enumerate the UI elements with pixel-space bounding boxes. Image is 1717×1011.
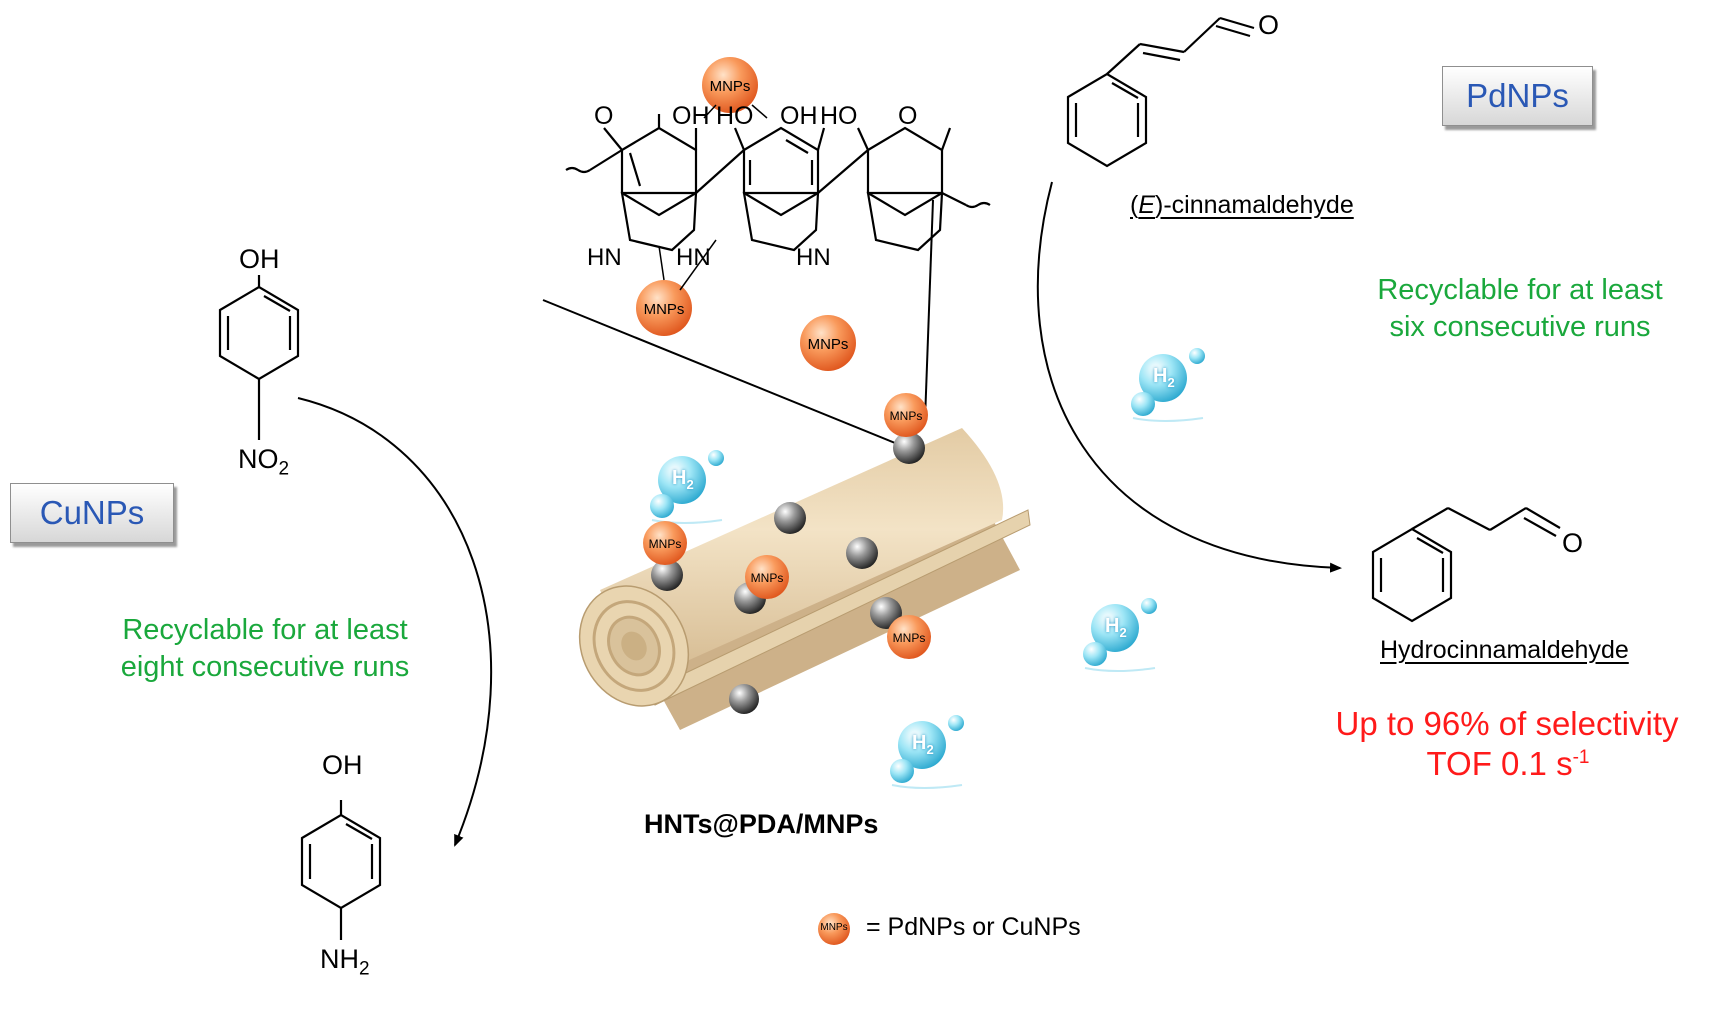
cunps-badge: CuNPs <box>10 483 174 543</box>
mnp-label: MNPs <box>807 336 849 353</box>
tof-value: TOF 0.1 s <box>1426 745 1573 782</box>
h2-label-text: H <box>1105 615 1120 637</box>
tof-exponent: -1 <box>1572 747 1590 768</box>
nitrophenol-no2: NO2 <box>238 444 290 480</box>
recyclable-cu-text: Recyclable for at least eight consecutiv… <box>120 614 410 684</box>
pda-nh-2: HN <box>676 244 711 271</box>
cinnamaldehyde-structure <box>1066 16 1255 168</box>
pda-ho-2: HO <box>716 102 754 130</box>
no2-base: NO <box>238 444 279 474</box>
arrow-cu <box>297 397 493 847</box>
aminophenol-oh: OH <box>322 750 363 780</box>
mnp-label: MNPs <box>643 301 685 318</box>
hydrocinnamaldehyde-label: Hydrocinnamaldehyde <box>1380 636 1629 664</box>
hydrocinnamaldehyde-o: O <box>1562 528 1584 558</box>
pda-oh-2: OH <box>780 102 818 130</box>
no2-sub: 2 <box>278 458 290 480</box>
mnp-label: MNPs <box>889 409 923 423</box>
nh2-sub: 2 <box>359 958 370 980</box>
pda-o-1: O <box>594 102 614 130</box>
pda-nh-3: HN <box>796 244 831 271</box>
pdnps-badge: PdNPs <box>1442 66 1593 126</box>
halloysite-nanotube <box>578 428 1031 730</box>
pda-o-3: O <box>898 102 918 130</box>
cinnamaldehyde-o: O <box>1258 10 1280 40</box>
mnp-label: MNPs <box>750 571 784 585</box>
selectivity-text: Up to 96% of selectivity <box>1335 705 1679 742</box>
h2-label-text: H <box>1153 365 1168 387</box>
tof-text: TOF 0.1 s-1 <box>1338 745 1678 784</box>
mnp-label: MNPs <box>648 537 682 551</box>
aminophenol-structure <box>300 800 382 940</box>
pda-oh-1: OH <box>672 102 710 130</box>
pda-structure <box>565 104 991 291</box>
mnp-label: MNPs <box>709 78 751 95</box>
h2-label-sub: 2 <box>926 742 934 757</box>
legend-marker: MNPs <box>820 922 848 933</box>
pda-nh-1: HN <box>587 244 622 271</box>
h2-label-text: H <box>912 732 927 754</box>
pda-ho-3: HO <box>820 102 858 130</box>
h2-label: H2 <box>912 733 934 756</box>
cinnamaldehyde-label-italic: E <box>1138 191 1156 219</box>
nh2-base: NH <box>320 944 359 974</box>
h2-label: H2 <box>672 468 694 491</box>
cinnamaldehyde-label: (E)-cinnamaldehyde <box>1130 191 1354 219</box>
hydrocinnamaldehyde-structure <box>1371 507 1561 623</box>
h2-label-sub: 2 <box>686 477 694 492</box>
h2-label: H2 <box>1153 366 1175 389</box>
recyclable-pd-text: Recyclable for at least six consecutive … <box>1377 274 1663 344</box>
nitrophenol-oh: OH <box>239 244 280 274</box>
h2-bubble-group <box>650 348 1205 789</box>
mnp-label: MNPs <box>892 631 926 645</box>
h2-label: H2 <box>1105 616 1127 639</box>
h2-label-text: H <box>672 467 687 489</box>
arrow-pd <box>1036 181 1342 573</box>
h2-label-sub: 2 <box>1119 625 1127 640</box>
mnp-spheres <box>636 57 931 945</box>
catalyst-name: HNTs@PDA/MNPs <box>644 809 879 839</box>
aminophenol-nh2: NH2 <box>320 944 370 980</box>
h2-label-sub: 2 <box>1167 375 1175 390</box>
nitrophenol-structure <box>218 275 300 440</box>
legend-text: = PdNPs or CuNPs <box>866 913 1081 941</box>
